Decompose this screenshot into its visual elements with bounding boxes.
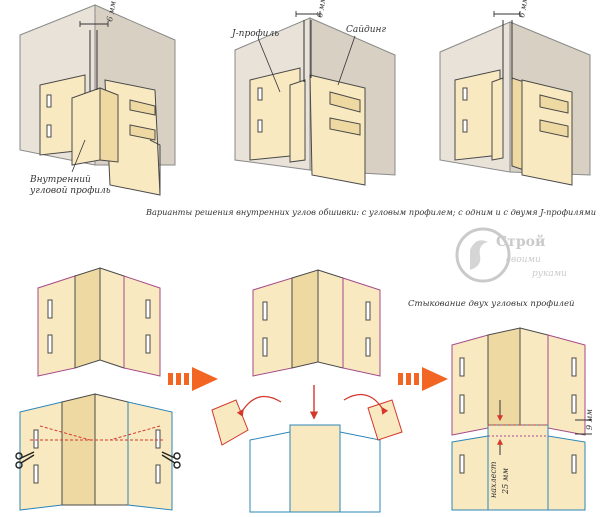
inner-corner-label-line2: угловой профиль: [29, 186, 111, 196]
scissors-icon: [15, 451, 35, 469]
step-arrow-icon: [168, 367, 218, 391]
trimmed-center: [289, 424, 341, 513]
j-profile: [289, 79, 306, 163]
caption-joining: Стыкование двух угловых профилей: [408, 299, 574, 309]
panel-inner-corner-profile: 6 мм Внутренний угловой профиль: [19, 0, 176, 196]
scissors-icon: [161, 451, 181, 469]
step-3-joined-profiles: 9 мм нахлест 25 мм: [451, 327, 594, 511]
gap-label-2: 6 мм: [315, 0, 328, 18]
gap-label-3: 6 мм: [517, 0, 530, 18]
cut-flap-right: [367, 399, 403, 441]
overlap-label-line2: 25 мм: [501, 468, 510, 495]
profile-top-right-wing: [123, 275, 161, 377]
offset-label: 9 мм: [585, 409, 594, 430]
cut-flap-left: [211, 399, 249, 446]
j-profile-label: J-профиль: [230, 29, 279, 39]
step-2-trimmed-profiles: [211, 269, 403, 513]
watermark-line3: руками: [532, 269, 567, 279]
profile-bottom-right-wing: [127, 401, 173, 511]
caption-top: Варианты решения внутренних углов обшивк…: [145, 207, 596, 217]
profile-top-left-wing: [37, 275, 76, 377]
inner-corner-label-line1: Внутренний: [29, 175, 91, 185]
builder-figure-icon: [470, 240, 488, 270]
gap-label-1: 6 мм: [105, 0, 118, 22]
step-1-unfolded-profiles: [15, 267, 181, 511]
siding-label: Сайдинг: [346, 25, 386, 35]
profile-bottom-center: [61, 393, 96, 506]
watermark-line1: Строй: [496, 233, 545, 250]
watermark-line2: своими: [506, 255, 541, 265]
panel-one-j-profile: 6 мм J-профиль Сайдинг: [230, 0, 396, 186]
inner-corner-profile: [71, 87, 101, 166]
watermark-logo: Строй своими руками: [455, 227, 567, 283]
profile-top-center: [74, 267, 101, 369]
step-arrow-icon: [398, 367, 448, 391]
overlap-label-line1: нахлест: [489, 461, 498, 498]
j-profile-left: [491, 77, 504, 161]
panel-two-j-profiles: 6 мм: [439, 0, 591, 186]
